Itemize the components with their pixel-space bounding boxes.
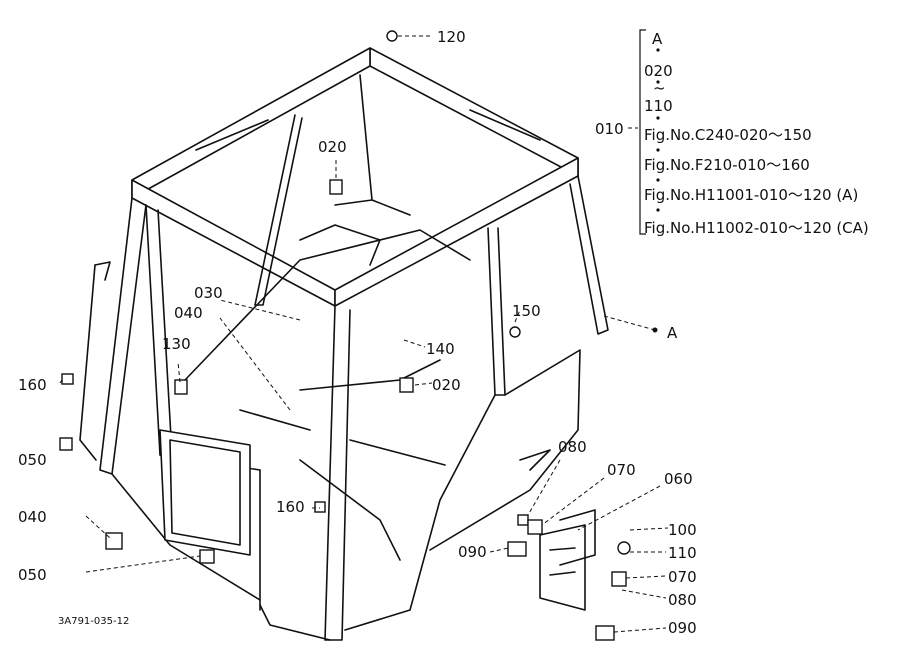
callout-110: 110: [668, 544, 697, 562]
callout-080-right: 080: [668, 591, 697, 609]
callout-070-top: 070: [607, 461, 636, 479]
callout-030: 030: [194, 284, 223, 302]
nut-icon-070-right: [611, 571, 627, 587]
callout-040-upper: 040: [174, 304, 203, 322]
legend-item-c240: Fig.No.C240-020～150: [644, 126, 812, 144]
bolt-icon-150: [509, 326, 521, 338]
callout-a: A: [667, 324, 678, 342]
callout-140: 140: [426, 340, 455, 358]
bolt-icon-160-left: [61, 373, 74, 385]
bushing-icon-130: [174, 379, 188, 395]
bushing-icon-040-lower: [105, 532, 123, 550]
callout-150: 150: [512, 302, 541, 320]
nut-icon-070: [527, 519, 543, 535]
bushing-icon-020-top: [329, 179, 343, 195]
callout-160-mid: 160: [276, 498, 305, 516]
nut-icon-050-lower: [199, 549, 215, 564]
legend-item-f210: Fig.No.F210-010～160: [644, 156, 810, 174]
legend-item-h11002: Fig.No.H11002-010～120 (CA): [644, 219, 869, 237]
legend-item-a: A: [652, 30, 663, 48]
nut-icon-050-left: [59, 437, 73, 451]
bracket-assembly: [539, 509, 596, 611]
bolt-icon-120: [386, 30, 398, 42]
callout-130: 130: [162, 335, 191, 353]
callout-160-left: 160: [18, 376, 47, 394]
callout-040-lower: 040: [18, 508, 47, 526]
ref-point-a: [652, 327, 658, 333]
callout-020-mid: 020: [432, 376, 461, 394]
cab-pillars: [79, 114, 609, 641]
bolt-icon-090-right: [595, 625, 615, 641]
roof-frame: [131, 47, 579, 307]
leader-lines: [59, 35, 669, 633]
legend-item-h11001: Fig.No.H11001-010～120 (A): [644, 186, 858, 204]
callout-120: 120: [437, 28, 466, 46]
callout-080-top: 080: [558, 438, 587, 456]
front-panel: [159, 429, 251, 556]
drawing-code: 3A791-035-12: [58, 616, 129, 627]
callout-020-top: 020: [318, 138, 347, 156]
bolt-icon-090-left: [507, 541, 527, 557]
callout-070-right: 070: [668, 568, 697, 586]
legend-ref-010: 010: [595, 120, 624, 138]
callout-050-lower: 050: [18, 566, 47, 584]
legend-item-range: ~: [653, 79, 666, 97]
legend-item-110: 110: [644, 97, 673, 115]
nut-icon-100: [617, 541, 631, 555]
callout-090-left: 090: [458, 543, 487, 561]
legend-bracket: [639, 29, 646, 235]
bolt-icon-160-mid: [314, 501, 326, 513]
legend-item-020: 020: [644, 62, 673, 80]
washer-icon-080: [517, 514, 529, 526]
callout-090-right: 090: [668, 619, 697, 637]
bushing-icon-020-mid: [399, 377, 414, 393]
callout-050-left: 050: [18, 451, 47, 469]
callout-060: 060: [664, 470, 693, 488]
callout-100: 100: [668, 521, 697, 539]
